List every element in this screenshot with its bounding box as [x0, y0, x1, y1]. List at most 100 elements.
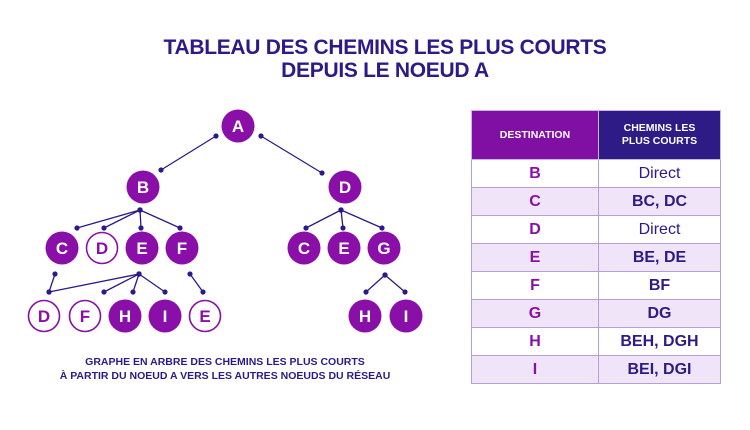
- tree-edge: [340, 209, 344, 229]
- header-shortest-paths-label: CHEMINS LES PLUS COURTS: [621, 122, 698, 147]
- tree-edge: [384, 274, 406, 293]
- title-line-2: DEPUIS LE NOEUD A: [281, 59, 489, 82]
- title-line-1: TABLEAU DES CHEMINS LES PLUS COURTS: [163, 36, 607, 59]
- edge-dot: [382, 272, 388, 278]
- edge-dot: [101, 225, 107, 231]
- edge-dot: [137, 207, 143, 213]
- tree-node-h: [348, 299, 382, 333]
- edge-dot: [402, 289, 408, 295]
- page-title: TABLEAU DES CHEMINS LES PLUS COURTS DEPU…: [0, 36, 750, 82]
- edge-dot: [340, 225, 346, 231]
- tree-edge: [189, 273, 204, 293]
- tree-node-a: [221, 109, 255, 143]
- tree-node-c: [287, 231, 321, 265]
- tree-edge: [365, 274, 386, 293]
- tree-edge: [305, 209, 342, 229]
- edge-dot: [130, 289, 136, 295]
- tree-edge: [132, 273, 140, 293]
- edge-dot: [213, 133, 219, 139]
- destination-cell: B: [471, 159, 599, 188]
- edge-dot: [319, 170, 325, 176]
- edge-dot: [46, 289, 52, 295]
- tree-node-d: [85, 231, 119, 265]
- tree-node-label: E: [136, 239, 147, 258]
- paths-cell: BEI, DGI: [598, 355, 721, 384]
- tree-edge: [103, 209, 141, 229]
- tree-node-d: [27, 299, 61, 333]
- tree-node-label: D: [339, 178, 351, 197]
- tree-node-e: [188, 299, 222, 333]
- tree-node-label: B: [137, 178, 149, 197]
- tree-node-e: [327, 231, 361, 265]
- tree-edge: [340, 209, 383, 229]
- destination-cell: G: [471, 299, 599, 328]
- paths-cell: BC, DC: [598, 187, 721, 216]
- tree-edge: [48, 273, 140, 293]
- tree-node-i: [148, 299, 182, 333]
- edge-dot: [338, 207, 344, 213]
- destination-cell: F: [471, 271, 599, 300]
- tree-node-i: [389, 299, 423, 333]
- paths-cell: Direct: [598, 159, 721, 188]
- edge-dot: [177, 225, 183, 231]
- header-destination: DESTINATION: [471, 110, 599, 160]
- tree-node-label: H: [359, 307, 371, 326]
- edge-dot: [101, 289, 107, 295]
- tree-node-f: [165, 231, 199, 265]
- tree-node-label: H: [119, 307, 131, 326]
- edge-dot: [138, 225, 144, 231]
- header-shortest-paths: CHEMINS LES PLUS COURTS: [598, 110, 721, 160]
- tree-node-f: [68, 299, 102, 333]
- destination-cell: D: [471, 215, 599, 244]
- tree-edge: [139, 209, 142, 229]
- edge-dot: [158, 167, 164, 173]
- edge-dot: [379, 225, 385, 231]
- tree-node-label: F: [177, 239, 187, 258]
- tree-node-label: E: [199, 307, 210, 326]
- tree-node-label: I: [163, 307, 168, 326]
- tree-edge: [260, 135, 323, 174]
- tree-edge: [103, 273, 140, 293]
- edge-dot: [303, 225, 309, 231]
- tree-node-label: C: [298, 239, 310, 258]
- paths-cell: Direct: [598, 215, 721, 244]
- tree-node-e: [125, 231, 159, 265]
- tree-node-label: A: [232, 117, 244, 136]
- tree-edge: [139, 209, 181, 229]
- paths-cell: BE, DE: [598, 243, 721, 272]
- edge-dot: [258, 133, 264, 139]
- tree-edge: [160, 135, 217, 171]
- caption-line-2: À PARTIR DU NOEUD A VERS LES AUTRES NOEU…: [59, 370, 391, 382]
- tree-edge: [76, 209, 141, 229]
- edge-dot: [187, 271, 193, 277]
- tree-node-g: [367, 231, 401, 265]
- tree-node-label: D: [38, 307, 50, 326]
- tree-node-label: I: [404, 307, 409, 326]
- paths-cell: BEH, DGH: [598, 327, 721, 356]
- caption-line-1: GRAPHE EN ARBRE DES CHEMINS LES PLUS COU…: [85, 356, 365, 368]
- tree-node-c: [45, 231, 79, 265]
- tree-node-label: E: [338, 239, 349, 258]
- edge-dot: [52, 271, 58, 277]
- edge-dot: [363, 289, 369, 295]
- tree-node-label: D: [96, 239, 108, 258]
- tree-node-label: G: [377, 239, 390, 258]
- tree-edge: [138, 273, 166, 293]
- tree-edge: [48, 273, 56, 293]
- edge-dot: [200, 289, 206, 295]
- tree-node-b: [126, 170, 160, 204]
- destination-cell: C: [471, 187, 599, 216]
- paths-cell: BF: [598, 271, 721, 300]
- tree-node-label: C: [56, 239, 68, 258]
- destination-cell: E: [471, 243, 599, 272]
- edge-dot: [74, 225, 80, 231]
- tree-caption: GRAPHE EN ARBRE DES CHEMINS LES PLUS COU…: [30, 355, 420, 383]
